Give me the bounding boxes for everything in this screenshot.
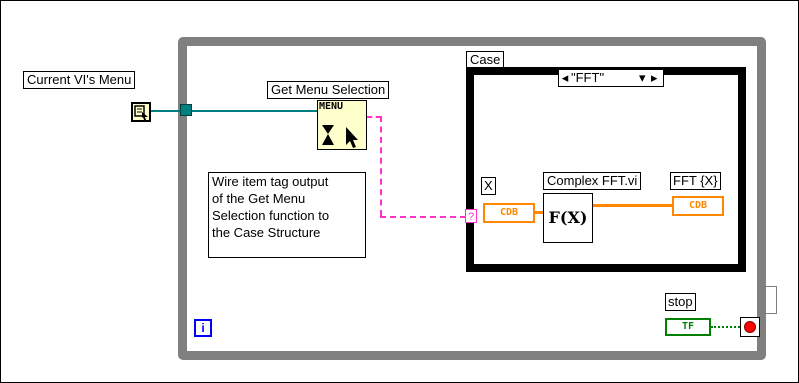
loop-tunnel (180, 104, 192, 116)
stop-icon (744, 321, 756, 333)
get-menu-selection-node[interactable]: MENU (317, 100, 367, 150)
stop-terminal-text: TF (681, 321, 695, 332)
menu-refnum-icon[interactable] (131, 102, 151, 122)
x-input-terminal[interactable]: CDB (483, 203, 535, 223)
pink-wire-2 (380, 116, 382, 216)
comment-line-3: Selection function to (212, 208, 330, 223)
fft-type-text: CDB (688, 200, 708, 211)
dropdown-arrow-icon[interactable]: ▾ (639, 70, 646, 85)
comment-line-2: of the Get Menu (212, 191, 306, 206)
case-interior (474, 75, 738, 264)
green-wire (711, 326, 740, 328)
stop-label: stop (665, 293, 696, 311)
teal-wire (151, 110, 317, 112)
iteration-terminal[interactable]: i (194, 319, 212, 337)
fft-output-label: FFT {X} (670, 172, 721, 190)
fft-output-terminal[interactable]: CDB (672, 196, 724, 216)
pink-wire-3 (380, 216, 466, 218)
stop-terminal[interactable]: TF (665, 318, 711, 336)
x-type-text: CDB (499, 207, 519, 218)
case-selector-terminal[interactable]: ? (465, 209, 477, 223)
hourglass-cursor-icon (322, 125, 358, 148)
loop-notch (766, 286, 777, 314)
decrement-arrow-icon[interactable]: ◂ (561, 70, 569, 85)
x-input-label: X (481, 177, 496, 195)
complex-fft-node[interactable]: F(X) (543, 193, 593, 243)
orange-wire-out (593, 204, 672, 207)
comment-line-4: the Case Structure (212, 225, 321, 240)
complex-fft-label: Complex FFT.vi (543, 172, 642, 190)
while-loop[interactable] (178, 37, 766, 360)
comment-line-1: Wire item tag output (212, 174, 329, 189)
pink-wire-1 (367, 116, 381, 118)
menu-node-text: MENU (319, 101, 344, 112)
stop-condition[interactable] (740, 317, 760, 337)
comment-box: Wire item tag output of the Get Menu Sel… (208, 172, 366, 258)
fft-icon-text: F(X) (548, 208, 588, 227)
current-vi-menu-label: Current VI's Menu (23, 71, 136, 89)
increment-arrow-icon[interactable]: ▸ (651, 70, 658, 85)
case-selector[interactable]: ◂ "FFT" ▾ ▸ (558, 69, 664, 87)
get-menu-selection-label: Get Menu Selection (267, 81, 390, 99)
orange-wire-in (533, 211, 545, 214)
case-selector-value: "FFT" (571, 70, 605, 85)
iteration-text: i (201, 321, 205, 335)
